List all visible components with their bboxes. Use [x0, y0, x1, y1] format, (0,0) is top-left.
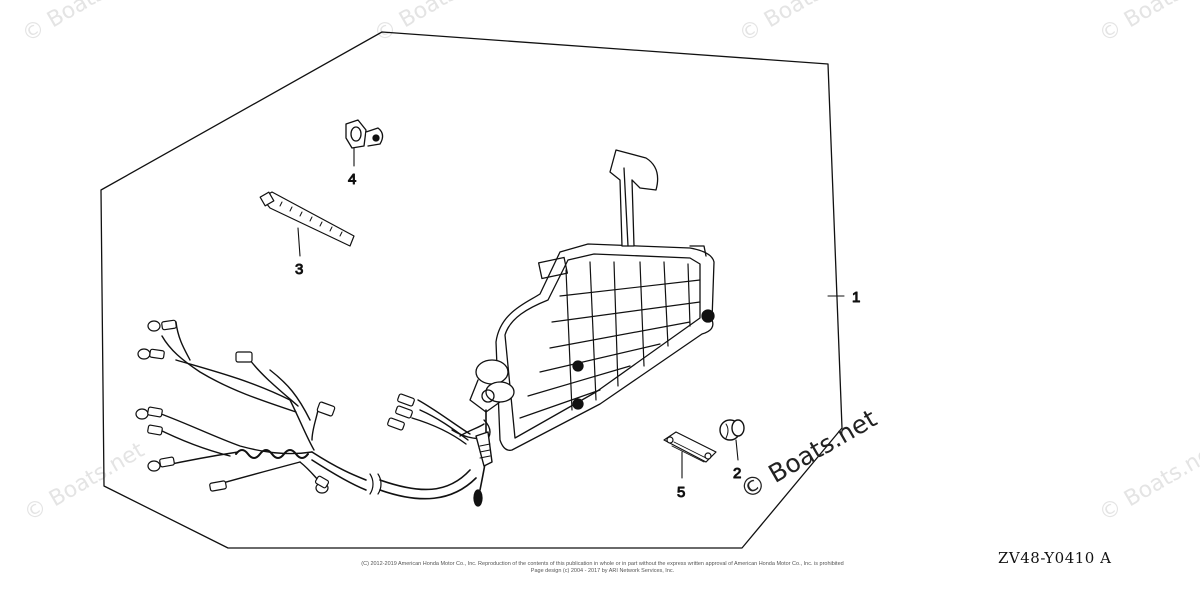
part-label-4: 4	[348, 171, 356, 188]
plate-part	[663, 431, 717, 463]
part-label-3: 3	[295, 261, 303, 278]
part-label-5: 5	[677, 484, 685, 501]
part-label-2: 2	[733, 465, 741, 482]
grommet-part	[719, 419, 745, 441]
diagram-code: ZV48-Y0410 A	[998, 549, 1112, 567]
clip-part	[345, 119, 384, 149]
copyright-line-1: (C) 2012-2019 American Honda Motor Co., …	[361, 561, 844, 567]
copyright-line-2: Page design (c) 2004 - 2017 by ARI Netwo…	[530, 568, 675, 574]
wiring-harness	[135, 319, 493, 500]
remote-control-box	[469, 149, 715, 507]
kit-boundary	[100, 31, 843, 549]
part-label-1: 1	[852, 289, 860, 306]
leader-lines	[297, 147, 845, 479]
cable-tie	[259, 191, 355, 247]
